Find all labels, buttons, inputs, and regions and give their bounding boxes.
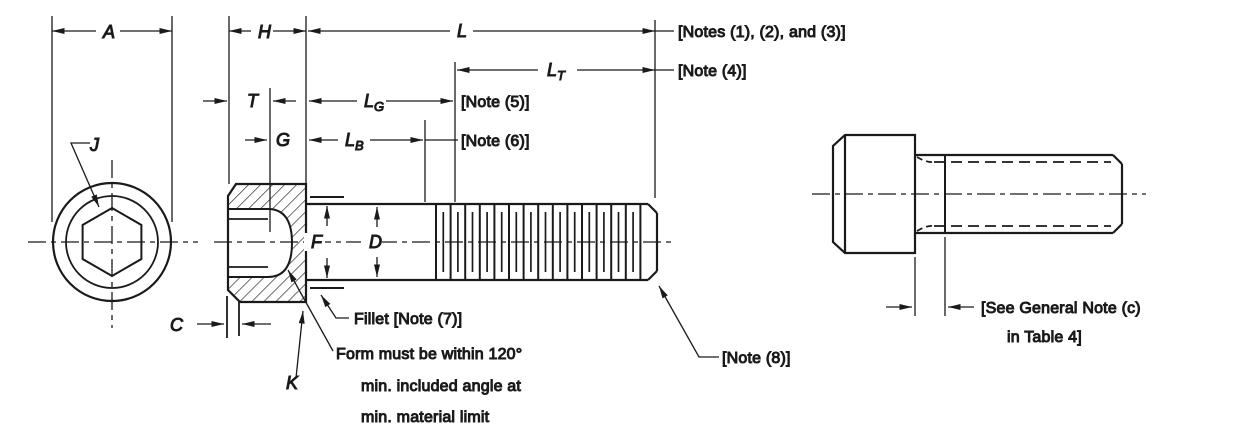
label-F-backdrop xyxy=(304,233,325,251)
hidden-thread-lines xyxy=(916,156,1111,232)
note-fillet: Fillet [Note (7)] xyxy=(354,311,462,328)
leader-K xyxy=(295,310,305,379)
shank-outline xyxy=(306,202,659,282)
label-D: D xyxy=(369,232,382,252)
head-outer-circle xyxy=(51,181,173,303)
label-D-backdrop xyxy=(361,233,382,251)
side-view: [See General Note (c) in Table 4] xyxy=(812,133,1146,347)
side-shank-outline xyxy=(915,153,1124,235)
label-LB: LB xyxy=(345,130,364,153)
note-form-line3: min. material limit xyxy=(361,409,490,426)
dimension-A xyxy=(51,16,173,222)
hex-socket xyxy=(81,206,143,278)
note-form-line2: min. included angle at xyxy=(361,378,521,395)
thread-lines xyxy=(435,204,642,280)
note-general-line1: [See General Note (c) xyxy=(981,300,1141,317)
leader-J xyxy=(70,142,100,208)
label-L: L xyxy=(457,21,467,41)
note-tip: [Note (8)] xyxy=(722,350,791,367)
label-C: C xyxy=(170,315,184,335)
head-chamfer-circle xyxy=(65,195,159,289)
note-form-line1: Form must be within 120° xyxy=(336,346,522,363)
label-T: T xyxy=(247,91,260,111)
section-view: H L [Notes (1), (2), and (3)] LT [Note (… xyxy=(170,16,846,427)
label-LG: LG xyxy=(364,91,384,114)
dimension-C xyxy=(197,296,271,338)
socket-cavity-outline xyxy=(228,208,294,278)
label-J: J xyxy=(89,135,100,155)
dimension-general-note xyxy=(886,237,974,316)
note-L: [Notes (1), (2), and (3)] xyxy=(678,24,846,41)
leader-form xyxy=(287,269,334,352)
note-general-line2: in Table 4] xyxy=(1007,329,1082,346)
label-A: A xyxy=(102,22,115,42)
leader-fillet xyxy=(320,294,349,319)
end-view: A J xyxy=(28,16,198,328)
label-G: G xyxy=(276,130,290,150)
note-LG: [Note (5)] xyxy=(461,94,530,111)
extension-lines xyxy=(228,16,656,232)
head-section-hatch xyxy=(228,184,306,302)
dimension-F xyxy=(310,196,344,289)
leader-note8 xyxy=(658,285,719,358)
label-H: H xyxy=(258,22,272,42)
label-K: K xyxy=(286,373,299,393)
label-LT: LT xyxy=(547,60,566,83)
label-F: F xyxy=(311,232,323,252)
note-LT: [Note (4)] xyxy=(678,63,747,80)
note-LB: [Note (6)] xyxy=(461,133,530,150)
